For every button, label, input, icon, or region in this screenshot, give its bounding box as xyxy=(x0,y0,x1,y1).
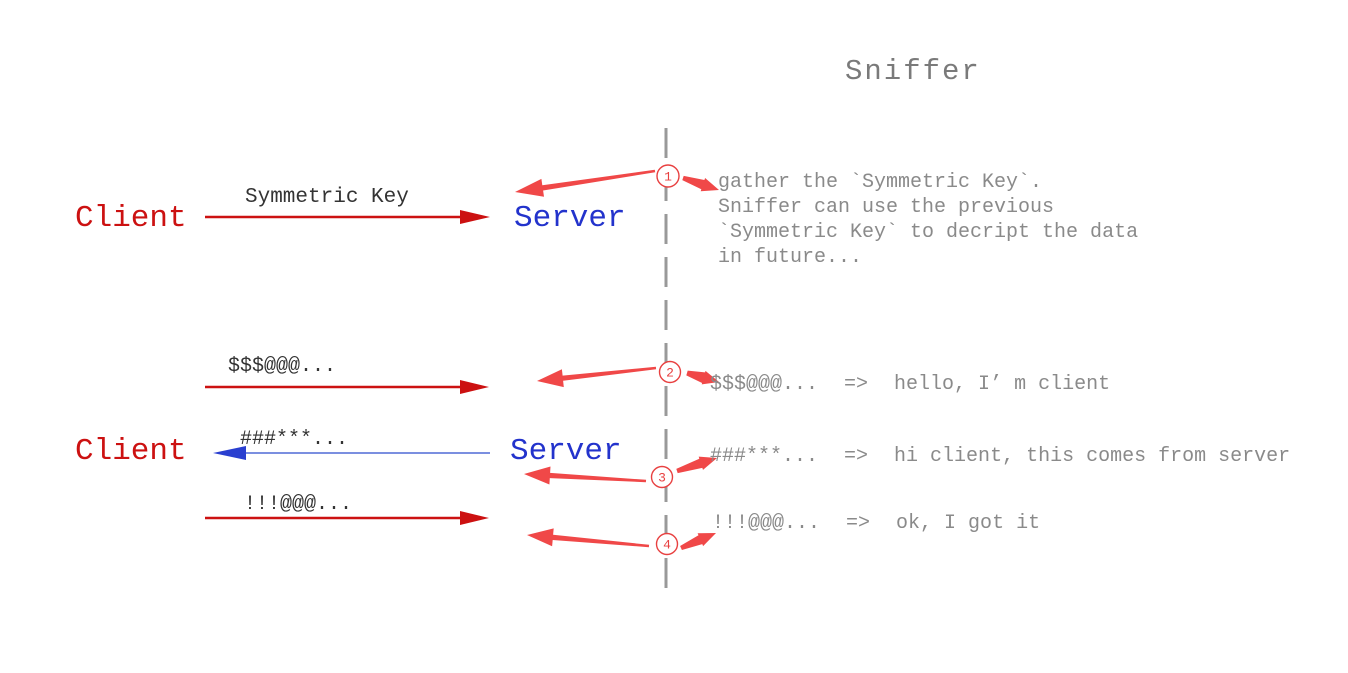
intercept2-plaintext: hello, I’ m client xyxy=(894,373,1111,396)
intercept4-maps-to: => xyxy=(846,512,871,535)
sniffer-grab-arrow-step4 xyxy=(527,528,650,548)
message2-arrow-head xyxy=(213,446,246,460)
step4-badge-circle xyxy=(655,532,679,556)
sniffer-grab-arrow-step1 xyxy=(515,169,656,197)
step1-badge-number: 1 xyxy=(664,170,672,185)
message2-label: ###***... xyxy=(240,428,349,451)
sniffer-grab-arrow-step2 xyxy=(537,366,657,388)
intercept-row-step3: ###***... => hi client, this comes from … xyxy=(710,445,1290,468)
step2-badge-number: 2 xyxy=(666,366,674,381)
client-label-section2: Client xyxy=(75,434,187,469)
intercept2-cipher: $$$@@@... xyxy=(710,373,819,396)
server-label-section2: Server xyxy=(510,434,622,469)
sniffer-note-arrow-step4 xyxy=(680,533,716,550)
step1-note: gather the `Symmetric Key`. Sniffer can … xyxy=(718,171,1139,269)
intercept4-cipher: !!!@@@... xyxy=(712,512,821,535)
sniffer-note-arrow-step2 xyxy=(686,370,719,385)
intercept2-maps-to: => xyxy=(844,373,869,396)
message3-label: !!!@@@... xyxy=(244,493,353,516)
message1-arrow-head xyxy=(460,380,489,394)
sniffer-note-arrow-step1 xyxy=(682,175,719,192)
sniffer-title: Sniffer xyxy=(845,55,981,88)
intercept-row-step2: $$$@@@... => hello, I’ m client xyxy=(710,373,1110,396)
step3-badge-circle xyxy=(650,465,674,489)
sniffer-grab-arrow-step3 xyxy=(524,466,647,485)
step3-badge-number: 3 xyxy=(658,471,666,486)
symmetric-key-arrow-head xyxy=(460,210,490,224)
intercept3-plaintext: hi client, this comes from server xyxy=(894,445,1291,468)
server-label-section1: Server xyxy=(514,201,626,236)
step4-badge-number: 4 xyxy=(663,538,671,553)
step2-badge-circle xyxy=(658,360,682,384)
intercept3-maps-to: => xyxy=(844,445,869,468)
step1-badge-circle xyxy=(656,164,680,188)
message3-arrow-head xyxy=(460,511,489,525)
sniffer-note-arrow-step3 xyxy=(676,456,717,474)
intercept4-plaintext: ok, I got it xyxy=(896,512,1041,535)
client-label-section1: Client xyxy=(75,201,187,236)
intercept-row-step4: !!!@@@... => ok, I got it xyxy=(712,512,1040,535)
message1-label: $$$@@@... xyxy=(228,355,337,378)
intercept3-cipher: ###***... xyxy=(710,445,819,468)
symmetric-key-label: Symmetric Key xyxy=(245,186,409,209)
